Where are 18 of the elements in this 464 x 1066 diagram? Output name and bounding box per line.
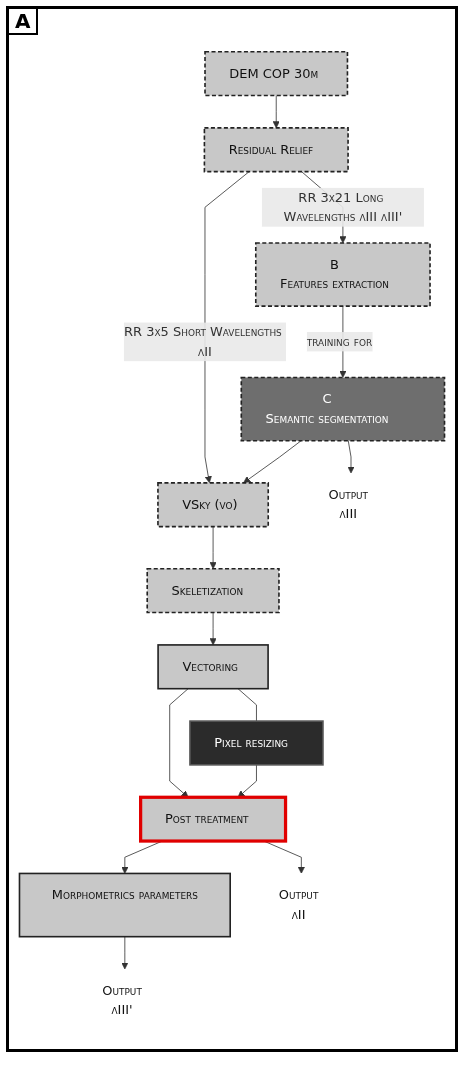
- node-box: C Semantic segmentation: [240, 376, 446, 442]
- node-box: Vectoring: [157, 644, 269, 690]
- node-text: Output λII: [278, 887, 319, 923]
- node-text: Output λIII': [102, 982, 142, 1018]
- node-box: B Features extraction: [254, 242, 431, 307]
- node-box: DEM COP 30m: [204, 50, 349, 97]
- node-box: Post treatment: [139, 795, 288, 843]
- node-box: Residual Relief: [203, 127, 349, 173]
- node-box: Morphometrics parameters: [18, 872, 231, 938]
- edge-label: RR 3x5 Short Wavelengths λII: [124, 324, 282, 359]
- panel-label: A: [9, 9, 39, 35]
- node-box: Pixel resizing: [189, 720, 324, 766]
- node-box: Skeletization: [146, 567, 280, 614]
- edge-label: RR 3x21 Long Wavelengths λIII λIII': [283, 189, 403, 225]
- edge-label: training for: [306, 333, 373, 350]
- node-box: VSky (vo): [157, 482, 270, 528]
- node-text: Output λIII: [328, 486, 369, 522]
- connector: [237, 688, 257, 722]
